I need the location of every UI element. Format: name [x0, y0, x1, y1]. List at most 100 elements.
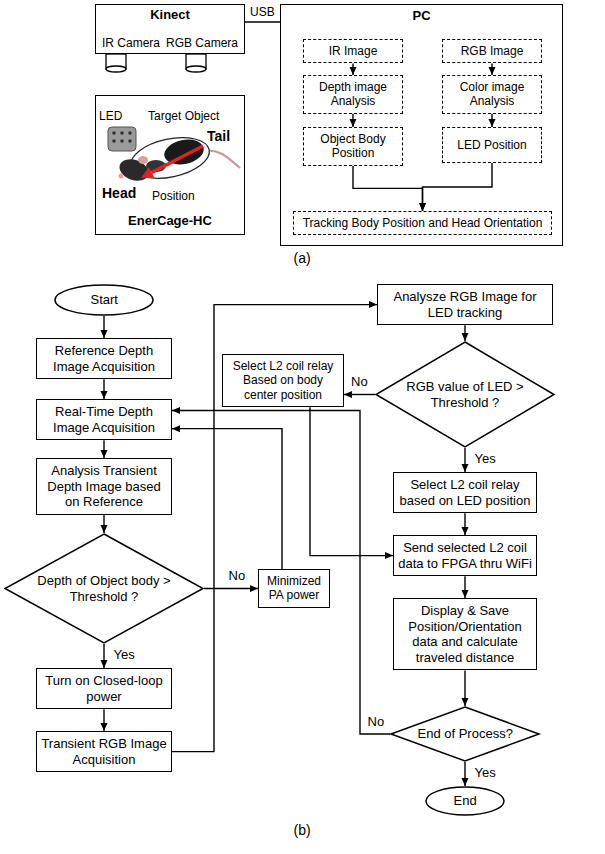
- process-box: Analysis Transient Depth Image based on …: [36, 458, 172, 515]
- headstage: [108, 127, 136, 151]
- arrow-head: [344, 391, 352, 398]
- box-title: PC: [281, 8, 562, 24]
- box-text: Object Body Position: [308, 132, 398, 161]
- led-dot: [112, 139, 116, 143]
- oval-shape: [426, 787, 504, 815]
- connector: [101, 644, 108, 668]
- connector-line: [172, 305, 377, 752]
- diamond-shape: [391, 707, 539, 761]
- process-box: Transient RGB Image Acquisition: [36, 731, 172, 772]
- part-label: Head: [102, 185, 136, 201]
- camera-label-row: IR CameraRGB Camera: [102, 36, 238, 50]
- connector: [489, 63, 496, 75]
- process-box: Tracking Body Position and Head Orientat…: [293, 211, 552, 235]
- device-box: KinectIR CameraRGB Camera: [95, 4, 245, 54]
- arrow-head: [462, 333, 469, 341]
- box-text: Real-Time Depth Image Acquisition: [41, 404, 167, 435]
- process-box: Reference Depth Image Acquisition: [36, 338, 172, 379]
- connector: [172, 425, 282, 569]
- part-label: LED: [99, 110, 122, 124]
- part-label: Tail: [207, 128, 230, 144]
- diamond-shape: [5, 534, 203, 643]
- arrow-head: [462, 778, 469, 786]
- arrow-head: [101, 660, 108, 668]
- connector-line: [172, 429, 282, 569]
- arrow-head: [350, 119, 357, 127]
- box-text: Reference Depth Image Acquisition: [41, 343, 167, 374]
- terminal-text: End: [454, 793, 477, 809]
- connector-line: [204, 588, 258, 589]
- computer-box: PC IR Image RGB ImageDepth image Analysis C…: [280, 4, 563, 246]
- process-box: Display & Save Position/Orientation data…: [393, 598, 537, 670]
- decision-diamond: End of Process?: [390, 706, 540, 762]
- box-title: EnerCage-HC: [96, 213, 244, 229]
- edge-label: No: [367, 715, 386, 730]
- mouse-illustration: [108, 127, 240, 185]
- orientation-arrow: [141, 146, 203, 178]
- led-dot: [128, 131, 132, 135]
- box-text: Send selected L2 coil data to FPGA thru …: [398, 540, 532, 571]
- arrow-head: [489, 119, 496, 127]
- connector: [101, 440, 108, 458]
- connector-line: [310, 407, 393, 555]
- led-dot: [120, 131, 124, 135]
- process-box: IR Image: [303, 39, 403, 63]
- connector: [245, 22, 280, 23]
- process-box: Real-Time Depth Image Acquisition: [36, 399, 172, 440]
- connector-line: [353, 166, 423, 211]
- process-box: Select L2 coil relay based on LED positi…: [393, 472, 537, 513]
- arrow-head: [462, 464, 469, 472]
- led-dot: [120, 139, 124, 143]
- box-text: Analysis Transient Depth Image based on …: [41, 463, 167, 510]
- camera-lens: [106, 66, 126, 72]
- connector-line: [423, 163, 493, 211]
- mouse-ear: [138, 156, 148, 164]
- connector: [101, 379, 108, 399]
- connector: [101, 316, 108, 338]
- part-label: Position: [152, 190, 195, 204]
- process-box: Analysze RGB Image for LED tracking: [377, 284, 553, 325]
- process-box: Object Body Position: [303, 127, 403, 166]
- connector: [344, 391, 375, 398]
- terminal-oval: End: [425, 786, 505, 816]
- orientation-line: [152, 146, 203, 173]
- panel-label: (a): [294, 250, 311, 266]
- panel-label: (b): [294, 822, 311, 838]
- mouse-head: [116, 155, 151, 184]
- connector: [101, 709, 108, 731]
- led-dot: [128, 139, 132, 143]
- connector-line: [172, 411, 390, 734]
- mouse-nose: [119, 174, 124, 179]
- process-box: Color image Analysis: [442, 75, 542, 114]
- arrow-head: [462, 527, 469, 535]
- decision-text: End of Process?: [418, 726, 513, 742]
- box-text: IR Image: [308, 44, 398, 58]
- connector: [462, 448, 469, 472]
- camera-label: RGB Camera: [166, 36, 238, 50]
- process-box: LED Position: [442, 127, 542, 163]
- arrow-head: [419, 203, 426, 211]
- process-box: Minimized PA power: [258, 569, 330, 608]
- connector-line: [245, 21, 280, 22]
- diamond-shape: [376, 342, 554, 447]
- decision-text: RGB value of LED > Threshold ?: [403, 379, 528, 410]
- decision-text: Depth of Object body > Threshold ?: [29, 573, 179, 604]
- arrow-head: [172, 407, 180, 414]
- connector: [462, 513, 469, 535]
- connector: [462, 576, 469, 598]
- camera-lens: [186, 66, 206, 72]
- box-text: Tracking Body Position and Head Orientat…: [298, 216, 547, 230]
- box-text: Depth image Analysis: [308, 80, 398, 109]
- edge-label: Yes: [474, 766, 497, 781]
- box-text: Display & Save Position/Orientation data…: [398, 603, 532, 665]
- arrow-head: [101, 723, 108, 731]
- process-box: Send selected L2 coil data to FPGA thru …: [393, 535, 537, 576]
- decision-diamond: RGB value of LED > Threshold ?: [375, 341, 555, 448]
- oval-shape: [55, 285, 153, 315]
- arrow-head: [385, 552, 393, 559]
- box-text: Turn on Closed-loop power: [41, 673, 167, 704]
- process-box: RGB Image: [442, 39, 542, 63]
- box-text: Analysze RGB Image for LED tracking: [382, 289, 548, 320]
- box-text: Select L2 coil relay based on LED positi…: [398, 477, 532, 508]
- box-text: Select L2 coil relay Based on body cente…: [227, 359, 339, 402]
